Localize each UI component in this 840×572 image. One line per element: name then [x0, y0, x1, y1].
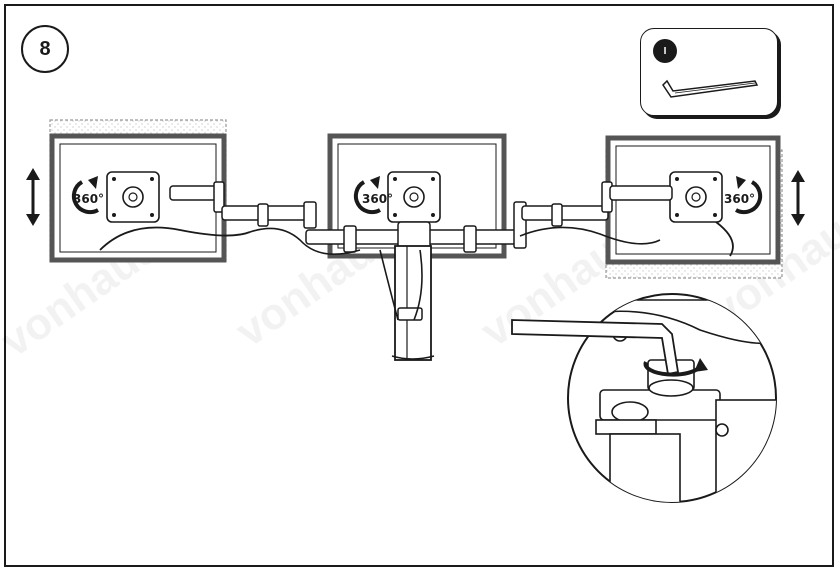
detail-zoom [511, 293, 777, 503]
step-number-badge: 8 [21, 25, 69, 73]
right-monitor [605, 135, 805, 279]
tool-count: I [663, 45, 667, 57]
left-rotation-label: 360° [73, 192, 104, 206]
mounting-pole [379, 245, 435, 361]
instruction-frame [4, 4, 834, 567]
hex-key-icon [662, 79, 759, 98]
tool-count-badge: I [653, 39, 677, 63]
right-rotation-label: 360° [724, 192, 755, 206]
step-number: 8 [39, 37, 51, 60]
arm-assembly [169, 181, 673, 253]
center-rotation-label: 360° [362, 192, 393, 206]
tool-callout: I [640, 28, 778, 116]
